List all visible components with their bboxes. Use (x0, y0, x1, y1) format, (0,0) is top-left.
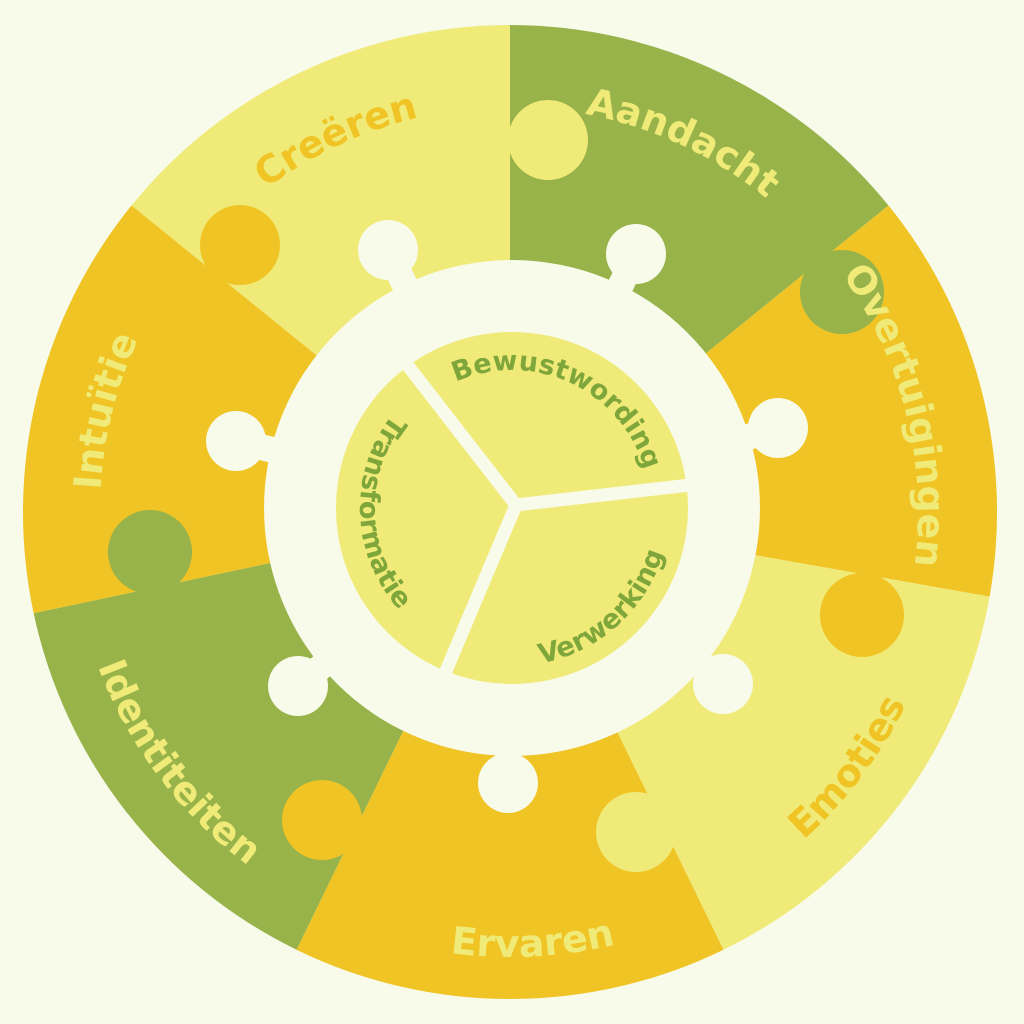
puzzle-tab (596, 792, 676, 872)
puzzle-tab (200, 205, 280, 285)
inner-disk (336, 332, 691, 684)
puzzle-tab (282, 780, 362, 860)
puzzle-tab (108, 510, 192, 594)
knob (206, 411, 266, 471)
puzzle-tab (800, 250, 884, 334)
knob (478, 753, 538, 813)
segment-divider (399, 358, 522, 509)
puzzle-tabs (108, 100, 904, 872)
knob (268, 656, 328, 716)
knob (748, 398, 808, 458)
segment-divider (515, 478, 691, 512)
puzzle-tab (820, 573, 904, 657)
puzzle-tab (508, 100, 588, 180)
knob (358, 220, 418, 280)
knob (606, 224, 666, 284)
knob (693, 654, 753, 714)
segment-divider (437, 502, 522, 681)
